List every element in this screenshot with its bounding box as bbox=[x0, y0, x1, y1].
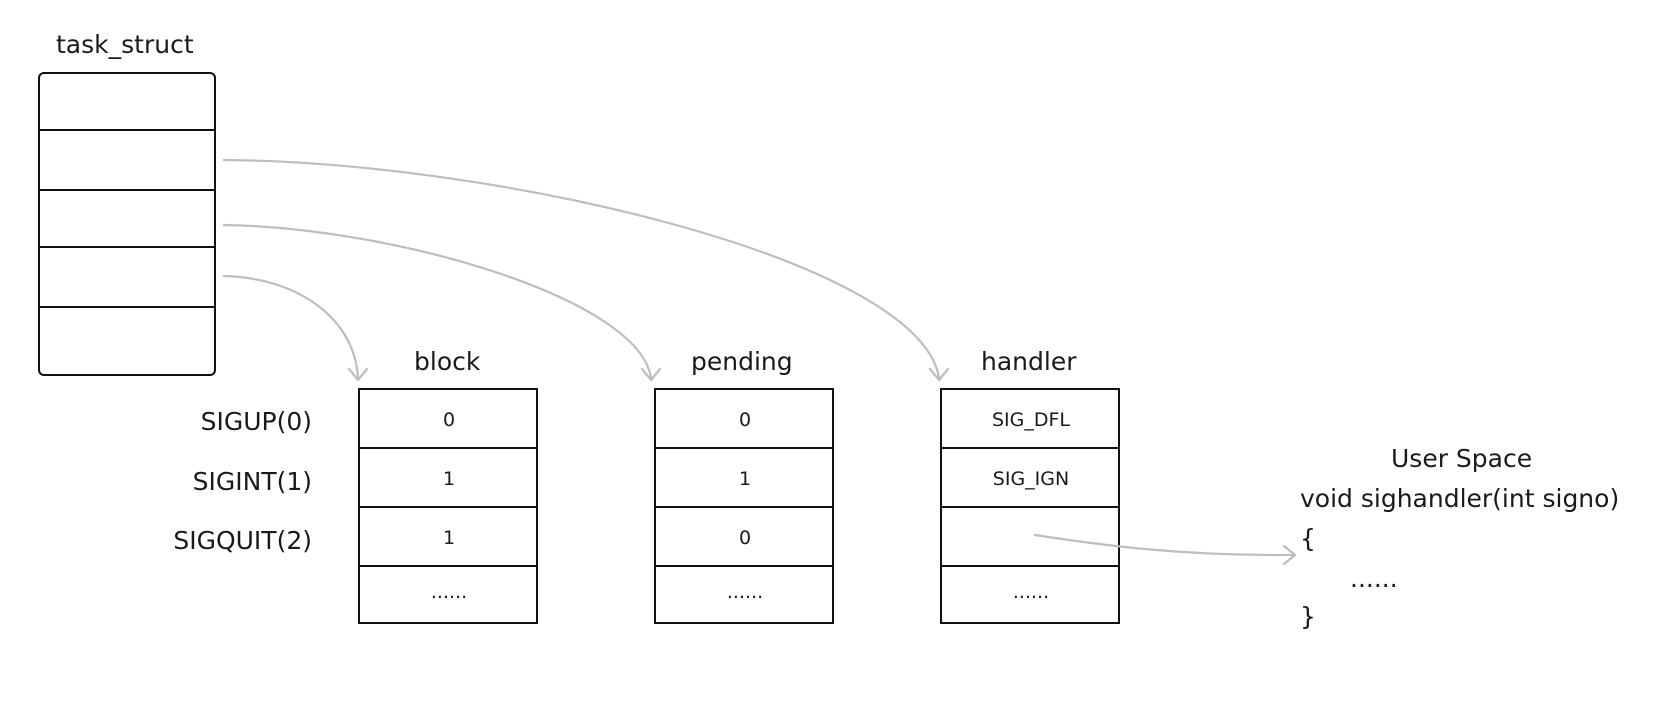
user-space-title: User Space bbox=[1391, 444, 1533, 473]
pending-cell: ...... bbox=[726, 581, 764, 603]
block-cell: 1 bbox=[442, 468, 456, 490]
arrow-to-block-head bbox=[347, 367, 369, 382]
arrow-to-user-space bbox=[1033, 533, 1296, 557]
signal-label-sigup: SIGUP(0) bbox=[200, 407, 312, 436]
table-divider bbox=[360, 506, 536, 508]
user-space-code-line: } bbox=[1300, 602, 1316, 631]
handler-table: SIG_DFL SIG_IGN ...... bbox=[940, 388, 1120, 624]
signal-label-sigquit: SIGQUIT(2) bbox=[173, 526, 312, 555]
table-divider bbox=[656, 447, 832, 449]
task-struct-title: task_struct bbox=[56, 30, 194, 59]
arrow-to-pending-head bbox=[640, 367, 662, 382]
arrow-to-handler-head bbox=[928, 367, 950, 382]
pending-table: 0 1 0 ...... bbox=[654, 388, 834, 624]
handler-cell: SIG_DFL bbox=[991, 409, 1071, 431]
block-title: block bbox=[414, 347, 481, 376]
block-cell: 1 bbox=[442, 527, 456, 549]
signal-label-sigint: SIGINT(1) bbox=[192, 467, 312, 496]
pending-cell: 0 bbox=[738, 527, 752, 549]
table-divider bbox=[360, 565, 536, 567]
task-struct-divider bbox=[40, 306, 214, 308]
arrow-to-handler bbox=[222, 158, 941, 380]
handler-title: handler bbox=[981, 347, 1077, 376]
block-cell: 0 bbox=[442, 409, 456, 431]
task-struct-divider bbox=[40, 129, 214, 131]
user-space-code-line: { bbox=[1300, 524, 1316, 553]
block-table: 0 1 1 ...... bbox=[358, 388, 538, 624]
task-struct-divider bbox=[40, 189, 214, 191]
user-space-code-line: ...... bbox=[1350, 564, 1398, 593]
task-struct-box bbox=[38, 72, 216, 376]
table-divider bbox=[656, 565, 832, 567]
table-divider bbox=[360, 447, 536, 449]
handler-cell: ...... bbox=[1012, 581, 1050, 603]
task-struct-divider bbox=[40, 246, 214, 248]
pending-cell: 0 bbox=[738, 409, 752, 431]
table-divider bbox=[942, 447, 1118, 449]
table-divider bbox=[656, 506, 832, 508]
block-cell: ...... bbox=[430, 581, 468, 603]
pending-title: pending bbox=[691, 347, 793, 376]
table-divider bbox=[942, 565, 1118, 567]
arrow-to-user-space-head bbox=[1282, 544, 1297, 566]
user-space-code-line: void sighandler(int signo) bbox=[1300, 484, 1620, 513]
handler-cell: SIG_IGN bbox=[992, 468, 1070, 490]
pending-cell: 1 bbox=[738, 468, 752, 490]
arrow-to-block bbox=[222, 274, 360, 380]
arrow-to-pending bbox=[222, 223, 653, 380]
table-divider bbox=[942, 506, 1118, 508]
